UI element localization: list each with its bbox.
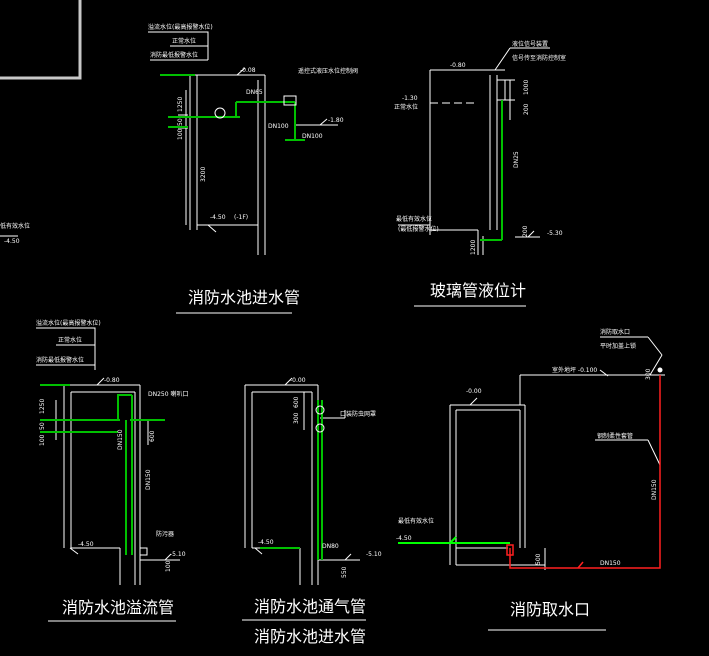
overflow-dim-600: 600 xyxy=(149,430,156,442)
overflow-pipe-a: DN150 xyxy=(117,429,124,450)
vent-dim-550: 550 xyxy=(341,566,348,578)
captions: 消防水池进水管 玻璃管液位计 消防水池溢流管 消防水池通气管 消防水池进水管 消… xyxy=(48,281,606,646)
inlet-level-bottom-note: (-1F) xyxy=(234,214,248,221)
overflow-pipe-b: DN150 xyxy=(145,469,152,490)
gauge-note2: 信号传至消防控制室 xyxy=(512,54,566,62)
inlet-dim-1250: 1250 xyxy=(177,97,184,112)
intake-note1: 消防取水口 xyxy=(600,328,630,336)
inlet-note-top3: 消防最低报警水位 xyxy=(150,51,198,59)
overflow-note-top3: 消防最低报警水位 xyxy=(36,356,84,364)
overflow-level-top: -0.80 xyxy=(104,377,120,384)
gauge-dim-200b: 200 xyxy=(522,225,529,237)
intake-dim-500: 500 xyxy=(535,553,542,565)
inlet-left-fragment: 低有效水位 xyxy=(0,222,30,230)
caption-inlet2: 消防水池进水管 xyxy=(254,627,366,646)
vent-dim-300: 300 xyxy=(293,412,300,424)
gauge-level-top: -0.80 xyxy=(450,62,466,69)
intake-pipe-h: DN150 xyxy=(600,560,621,567)
intake-level-low: -4.50 xyxy=(396,535,412,542)
vent-level-top: -0.00 xyxy=(290,377,306,384)
gauge-label-low: 最低有效水位 xyxy=(396,215,432,223)
overflow-detail: 溢流水位(最高报警水位) 正常水位 消防最低报警水位 -0.80 DN250 喇… xyxy=(36,319,188,585)
inlet-left-level: -4.50 xyxy=(4,238,20,245)
vent-level-bottom: -4.50 xyxy=(258,539,274,546)
vent-detail: -0.00 口装防虫网罩 -4.50 DN80 -5.10 600 300 55… xyxy=(244,377,382,585)
gauge-dim-1000: 1000 xyxy=(523,80,530,95)
caption-vent: 消防水池通气管 xyxy=(254,597,366,616)
caption-gauge: 玻璃管液位计 xyxy=(430,281,526,300)
overflow-level-bottom: -4.50 xyxy=(78,541,94,548)
overflow-screen: 防污器 xyxy=(156,530,174,538)
overflow-dim-100: 100 xyxy=(39,434,46,446)
intake-level-top: -0.00 xyxy=(466,388,482,395)
vent-note: 口装防虫网罩 xyxy=(340,410,376,418)
intake-level-ground: 室外地坪 -0.100 xyxy=(552,366,597,374)
inlet-valve-note: 遥控式液压水位控制阀 xyxy=(298,67,358,75)
caption-intake: 消防取水口 xyxy=(510,600,590,619)
drawing-frame xyxy=(0,0,82,80)
inlet-pipe-c: DN100 xyxy=(302,133,323,140)
inlet-note-top1: 溢流水位(最高报警水位) xyxy=(148,23,213,31)
intake-dim-300: 300 xyxy=(645,368,652,380)
vent-dim-600: 600 xyxy=(293,396,300,408)
overflow-dim-50: 50 xyxy=(39,422,46,430)
gauge-dim-1200: 1200 xyxy=(470,240,477,255)
intake-pipe-note: 钢制柔性套管 xyxy=(597,432,633,440)
gauge-level-normal: -1.30 xyxy=(402,95,418,102)
inlet-detail: 溢流水位(最高报警水位) 正常水位 消防最低报警水位 -0.08 遥控式液压水位… xyxy=(0,23,358,255)
inlet-level-bottom: -4.50 xyxy=(210,214,226,221)
inlet-level-top: -0.08 xyxy=(240,67,256,74)
overflow-dim-1250: 1250 xyxy=(39,399,46,414)
gauge-pipe: DN25 xyxy=(513,151,520,168)
vent-level-sump: -5.10 xyxy=(366,551,382,558)
caption-overflow: 消防水池溢流管 xyxy=(62,598,174,617)
gauge-level-bottom: -5.30 xyxy=(547,230,563,237)
inlet-pipe-b: DN100 xyxy=(268,123,289,130)
inlet-pipe-a: DN65 xyxy=(246,89,263,96)
overflow-note-top1: 溢流水位(最高报警水位) xyxy=(36,319,101,327)
inlet-dim-3200: 3200 xyxy=(200,167,207,182)
vent-pipe: DN80 xyxy=(322,543,339,550)
intake-detail: 消防取水口 平时加盖上锁 室外地坪 -0.100 -0.00 钢制柔性套管 最低… xyxy=(396,328,665,570)
gauge-label-normal: 正常水位 xyxy=(394,103,418,111)
inlet-dim-50: 50 xyxy=(177,118,184,126)
overflow-pipe-top: DN250 喇叭口 xyxy=(148,390,188,398)
caption-inlet: 消防水池进水管 xyxy=(188,288,300,307)
inlet-note-top2: 正常水位 xyxy=(172,37,196,45)
inlet-level-mid: -1.80 xyxy=(328,117,344,124)
overflow-note-top2: 正常水位 xyxy=(58,336,82,344)
gauge-label-low2: (最低报警水位) xyxy=(398,225,439,233)
gauge-detail: 液位信号装置 信号传至消防控制室 -0.80 -1.30 正常水位 最低有效水位… xyxy=(394,40,566,255)
intake-label-low: 最低有效水位 xyxy=(398,517,434,525)
intake-pipe-v: DN150 xyxy=(651,479,658,500)
overflow-dim-100b: 100 xyxy=(165,560,172,572)
intake-note2: 平时加盖上锁 xyxy=(600,342,636,350)
overflow-level-sump: -5.10 xyxy=(170,551,186,558)
gauge-dim-200: 200 xyxy=(523,103,530,115)
gauge-note1: 液位信号装置 xyxy=(512,40,548,48)
inlet-dim-100: 100 xyxy=(177,128,184,140)
